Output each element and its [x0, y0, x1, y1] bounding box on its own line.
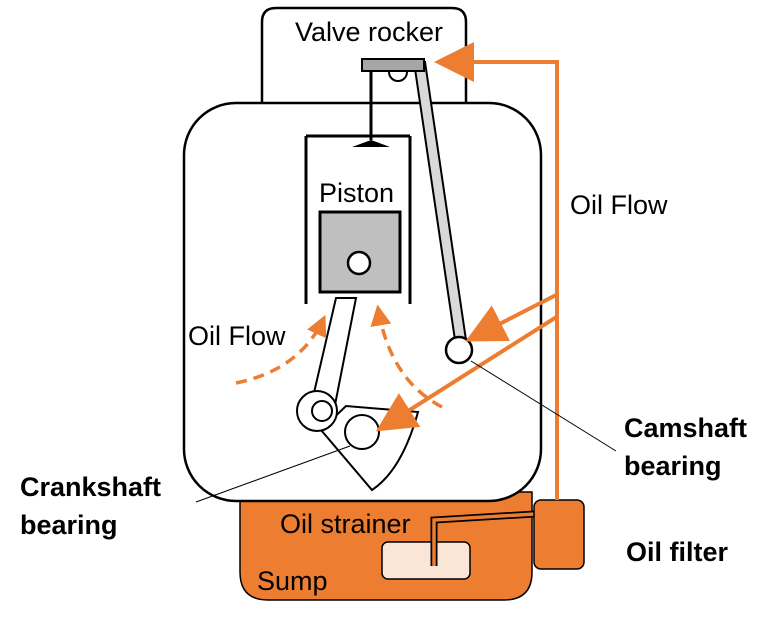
oil-filter — [533, 499, 585, 570]
crankshaft-bearing — [344, 414, 380, 450]
oil-splash-right — [370, 304, 443, 409]
oil-strainer — [381, 541, 471, 580]
camshaft-bearing — [444, 335, 474, 365]
leader-crankshaft — [195, 445, 351, 503]
label-oil-filter: Oil filter — [626, 537, 729, 567]
oil-splash-left — [235, 314, 327, 385]
oil-branch-camshaft — [465, 292, 559, 342]
label-camshaft-bearing-2: bearing — [624, 451, 722, 481]
oil-pipe-fill — [432, 512, 536, 566]
oil-branch-crankshaft — [375, 314, 560, 432]
label-oil-strainer: Oil strainer — [280, 509, 411, 539]
valve-head — [352, 140, 390, 147]
label-crankshaft-bearing-1: Crankshaft — [20, 472, 161, 502]
label-sump: Sump — [257, 566, 328, 596]
label-valve-rocker: Valve rocker — [295, 17, 443, 47]
piston-pin — [346, 250, 372, 276]
oil-feed-line — [434, 42, 559, 500]
leader-camshaft — [470, 360, 617, 452]
valve-rocker — [361, 58, 425, 72]
big-end-inner — [311, 400, 333, 422]
label-piston: Piston — [319, 178, 394, 208]
label-oil-flow-right: Oil Flow — [570, 190, 668, 220]
label-crankshaft-bearing-2: bearing — [20, 510, 118, 540]
label-camshaft-bearing-1: Camshaft — [624, 413, 747, 443]
label-oil-flow-left: Oil Flow — [188, 321, 286, 351]
